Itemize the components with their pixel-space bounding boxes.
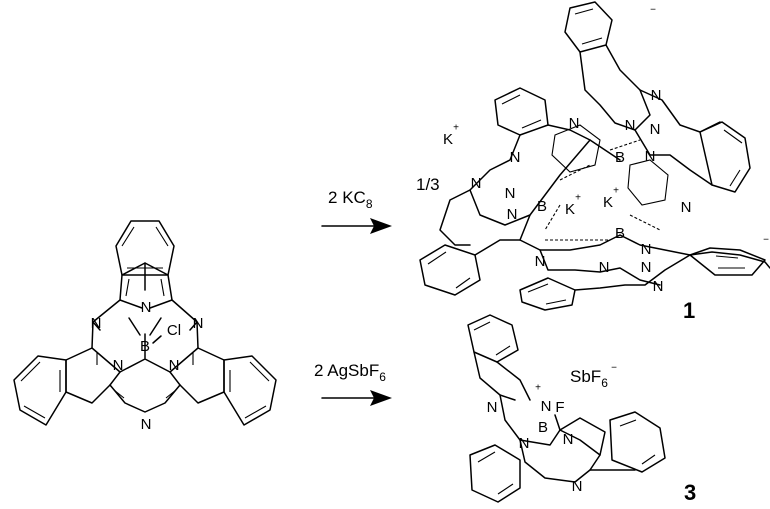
p1-n-9: N: [507, 206, 518, 223]
product-3-complex: N N N N N B F + SbF6 − 3: [467, 314, 696, 505]
reactant-n-lower-left: N: [113, 357, 124, 374]
reactant-subphthalocyanine: N N N N N N B Cl: [13, 220, 277, 433]
p1-n-8: N: [505, 185, 516, 202]
reactant-n-lower-right: N: [169, 357, 180, 374]
p1-k-ion-inner-1: K: [565, 201, 575, 218]
arrow-bottom-head: [370, 390, 392, 406]
arrow-top-head: [370, 218, 392, 234]
reactant-n-left: N: [91, 315, 102, 332]
reaction-bottom: 2 AgSbF6: [314, 361, 392, 406]
reactant-chlorine: Cl: [167, 322, 181, 339]
p3-n-lower-left: N: [519, 435, 530, 452]
reactant-boron: B: [140, 338, 150, 355]
reactant-n-bottom: N: [141, 416, 152, 433]
product-3-label: 3: [684, 480, 696, 505]
p1-n-12: N: [535, 253, 546, 270]
p1-n-4: N: [569, 115, 580, 132]
p1-n-5: N: [645, 148, 656, 165]
p1-k-ion-inner-1-charge: +: [575, 193, 581, 204]
p3-n-left: N: [487, 399, 498, 416]
p3-counter-ion: SbF6: [570, 367, 608, 390]
p3-n-top: N: [541, 398, 552, 415]
p3-n-bottom: N: [572, 478, 583, 495]
p1-n-1: N: [651, 87, 662, 104]
p1-k-ion-outer-charge: +: [453, 123, 459, 134]
reagent-agsbf6: 2 AgSbF6: [314, 361, 386, 384]
reactant-n-top: N: [141, 299, 152, 316]
p1-k-ion-inner-2: K: [603, 194, 613, 211]
p1-n-3: N: [650, 121, 661, 138]
p1-n-13: N: [599, 259, 610, 276]
p3-cation-charge: +: [535, 383, 541, 394]
p1-k-ion-outer: K: [443, 131, 453, 148]
reaction-top: 2 KC8: [321, 188, 392, 234]
p1-charge-right: −: [763, 235, 769, 246]
p1-n-7: N: [471, 175, 482, 192]
p1-n-2: N: [625, 117, 636, 134]
p1-charge-top: −: [650, 5, 656, 16]
p1-k-ion-inner-2-charge: +: [613, 186, 619, 197]
product-1-label: 1: [683, 298, 695, 323]
p1-n-15: N: [653, 278, 664, 295]
p3-fluorine: F: [555, 399, 564, 416]
p1-n-11: N: [641, 241, 652, 258]
product-1-complex: N N N N N N N N N N N N N N N B B B K + …: [416, 1, 770, 323]
reagent-kc8: 2 KC8: [328, 188, 373, 211]
p1-n-6: N: [510, 149, 521, 166]
p1-n-14: N: [641, 259, 652, 276]
p3-boron: B: [538, 419, 548, 436]
p1-n-10: N: [681, 199, 692, 216]
p1-boron-upper: B: [615, 149, 625, 166]
reactant-n-right: N: [193, 315, 204, 332]
p3-counter-ion-charge: −: [611, 363, 617, 374]
p3-n-lower-right: N: [563, 431, 574, 448]
p1-boron-middle: B: [537, 198, 547, 215]
p1-boron-lower: B: [615, 225, 625, 242]
p1-fraction: 1/3: [416, 175, 440, 194]
